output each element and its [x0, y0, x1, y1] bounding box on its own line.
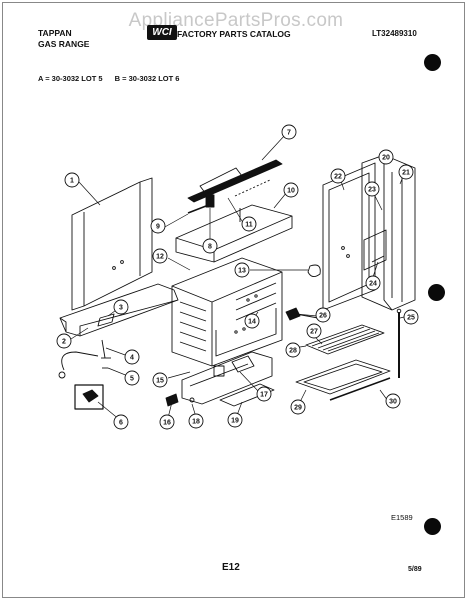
- callout-17-circle: [256, 386, 272, 402]
- callout-21-circle: [398, 164, 414, 180]
- callout-10-circle: [283, 182, 299, 198]
- callout-4-circle: [124, 349, 140, 365]
- callout-15-circle: [152, 372, 168, 388]
- brand-name: TAPPAN: [38, 28, 72, 38]
- callout-25-circle: [403, 309, 419, 325]
- callout-13: 13: [238, 268, 246, 275]
- callout-28: 28: [289, 348, 297, 355]
- callout-numbers: 1 2 3 4 5 6 7 8 9 10 11 12 13 14 15 16 1…: [62, 130, 415, 427]
- part-hose-assembly: [58, 339, 111, 379]
- part-cooktop-frame: [175, 159, 293, 263]
- callout-18-circle: [188, 413, 204, 429]
- callout-21: 21: [402, 170, 410, 177]
- callout-2: 2: [62, 339, 66, 346]
- callout-28-circle: [285, 342, 301, 358]
- catalog-title: FACTORY PARTS CATALOG: [177, 29, 291, 39]
- part-oven-body: [171, 257, 283, 367]
- callout-15: 15: [156, 378, 164, 385]
- callout-16: 16: [163, 420, 171, 427]
- callout-11-circle: [241, 216, 257, 232]
- callout-8-circle: [202, 238, 218, 254]
- callout-4: 4: [130, 355, 134, 362]
- callout-27-circle: [306, 323, 322, 339]
- callout-29: 29: [294, 405, 302, 412]
- callout-26-circle: [315, 307, 331, 323]
- callout-6: 6: [119, 420, 123, 427]
- callout-14: 14: [248, 319, 256, 326]
- callout-9-circle: [150, 218, 166, 234]
- callout-24: 24: [369, 281, 377, 288]
- callout-27: 27: [310, 329, 318, 336]
- callout-23: 23: [368, 187, 376, 194]
- callout-1: 1: [70, 178, 74, 185]
- product-type: GAS RANGE: [38, 39, 90, 49]
- callout-23-circle: [364, 181, 380, 197]
- callout-12-circle: [152, 248, 168, 264]
- callout-5-circle: [124, 370, 140, 386]
- model-b: B = 30-3032 LOT 6: [114, 74, 180, 83]
- part-broiler-pan: [295, 359, 391, 401]
- part-detail-box: [74, 384, 104, 410]
- model-legend: A = 30-3032 LOT 5 B = 30-3032 LOT 6: [38, 74, 189, 83]
- callout-16-circle: [159, 414, 175, 430]
- part-bottom-assembly: [165, 351, 275, 407]
- part-burner-parts: [285, 264, 321, 321]
- callout-20-circle: [378, 149, 394, 165]
- callout-5: 5: [130, 376, 134, 383]
- callout-2-circle: [56, 333, 72, 349]
- callout-20: 20: [382, 155, 390, 162]
- callout-12: 12: [156, 254, 164, 261]
- callout-30: 30: [389, 399, 397, 406]
- binder-hole-bottom: [424, 518, 441, 535]
- callout-29-circle: [290, 399, 306, 415]
- diagram-code: E1589: [391, 513, 413, 522]
- model-a: A = 30-3032 LOT 5: [38, 74, 103, 83]
- callout-26: 26: [319, 313, 327, 320]
- callout-11: 11: [245, 222, 253, 229]
- page-code: E12: [222, 562, 240, 573]
- callout-14-circle: [244, 313, 260, 329]
- callout-30-circle: [385, 393, 401, 409]
- callout-3-circle: [113, 299, 129, 315]
- callout-18: 18: [192, 419, 200, 426]
- binder-hole-middle: [428, 284, 445, 301]
- part-side-rod: [396, 308, 402, 378]
- binder-hole-top: [424, 54, 441, 71]
- callout-10: 10: [287, 188, 295, 195]
- wci-logo: WCI: [147, 25, 177, 40]
- callout-22: 22: [334, 174, 342, 181]
- callout-17: 17: [260, 392, 268, 399]
- part-base-tray: [59, 283, 179, 337]
- callout-3: 3: [119, 305, 123, 312]
- revision-date: 5/89: [408, 566, 422, 573]
- callout-9: 9: [156, 224, 160, 231]
- watermark: AppliancePartsPros.com: [128, 10, 344, 31]
- callout-6-circle: [113, 414, 129, 430]
- brand-block: TAPPAN GAS RANGE: [38, 28, 89, 50]
- callout-19-circle: [227, 412, 243, 428]
- callout-13-circle: [234, 262, 250, 278]
- callout-8: 8: [208, 244, 212, 251]
- callout-19: 19: [231, 418, 239, 425]
- callout-22-circle: [330, 168, 346, 184]
- part-side-panel-left: [71, 177, 153, 311]
- catalog-number: LT32489310: [372, 29, 417, 38]
- callout-25: 25: [407, 315, 415, 322]
- callout-24-circle: [365, 275, 381, 291]
- callout-7-circle: [281, 124, 297, 140]
- callout-7: 7: [287, 130, 291, 137]
- callout-circles: [56, 124, 419, 430]
- callout-1-circle: [64, 172, 80, 188]
